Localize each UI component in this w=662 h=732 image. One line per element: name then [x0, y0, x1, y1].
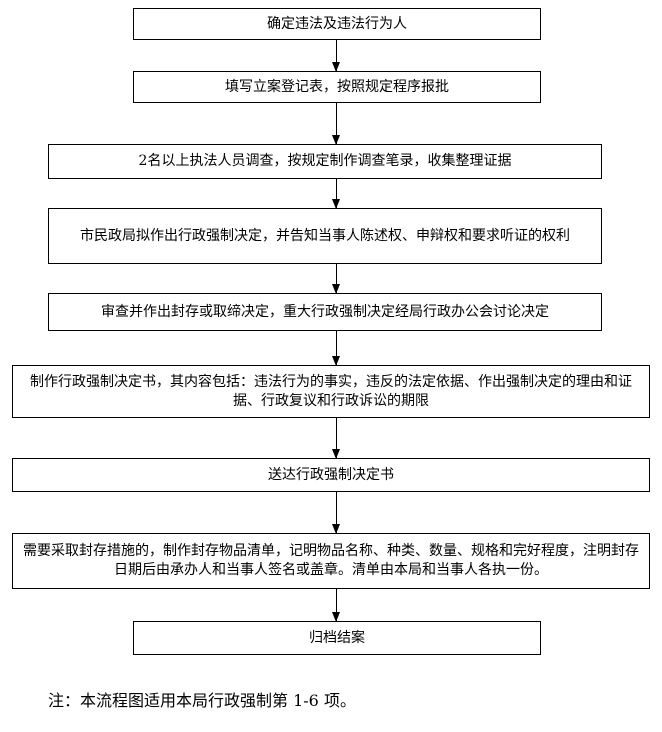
step-1-text: 确定违法及违法行为人 — [267, 15, 407, 32]
arrow-3-4 — [332, 179, 340, 209]
step-5-text: 审查并作出封存或取缔决定，重大行政强制决定经局行政办公会讨论决定 — [101, 303, 549, 320]
step-7-text: 送达行政强制决定书 — [268, 466, 394, 483]
step-3-text: 2名以上执法人员调查，按规定制作调查笔录，收集整理证据 — [138, 153, 512, 169]
step-1-box: 确定违法及违法行为人 — [133, 8, 541, 40]
arrow-6-7 — [332, 418, 340, 459]
footnote: 注：本流程图适用本局行政强制第 1-6 项。 — [48, 691, 356, 710]
step-5-box: 审查并作出封存或取缔决定，重大行政强制决定经局行政办公会讨论决定 — [48, 293, 602, 331]
step-2-box: 填写立案登记表，按照规定程序报批 — [133, 71, 541, 103]
arrow-1-2 — [332, 40, 340, 72]
arrow-8-9 — [332, 589, 340, 622]
step-4-box: 市民政局拟作出行政强制决定，并告知当事人陈述权、申辩权和要求听证的权利 — [48, 208, 602, 264]
step-3-box: 2名以上执法人员调查，按规定制作调查笔录，收集整理证据 — [48, 144, 602, 179]
step-6-box: 制作行政强制决定书，其内容包括：违法行为的事实，违反的法定依据、作出强制决定的理… — [12, 365, 650, 418]
arrow-5-6 — [332, 331, 340, 366]
step-4-text: 市民政局拟作出行政强制决定，并告知当事人陈述权、申辩权和要求听证的权利 — [80, 227, 570, 244]
step-8-box: 需要采取封存措施的，制作封存物品清单，记明物品名称、种类、数量、规格和完好程度，… — [12, 533, 650, 589]
step-8-text: 需要采取封存措施的，制作封存物品清单，记明物品名称、种类、数量、规格和完好程度，… — [23, 543, 639, 578]
arrow-2-3 — [332, 103, 340, 145]
step-6-text: 制作行政强制决定书，其内容包括：违法行为的事实，违反的法定依据、作出强制决定的理… — [30, 373, 632, 409]
step-2-text: 填写立案登记表，按照规定程序报批 — [225, 78, 449, 95]
step-7-box: 送达行政强制决定书 — [12, 458, 650, 492]
step-9-box: 归档结案 — [133, 621, 541, 655]
step-9-text: 归档结案 — [309, 629, 365, 646]
arrow-7-8 — [332, 492, 340, 534]
arrow-4-5 — [332, 264, 340, 294]
